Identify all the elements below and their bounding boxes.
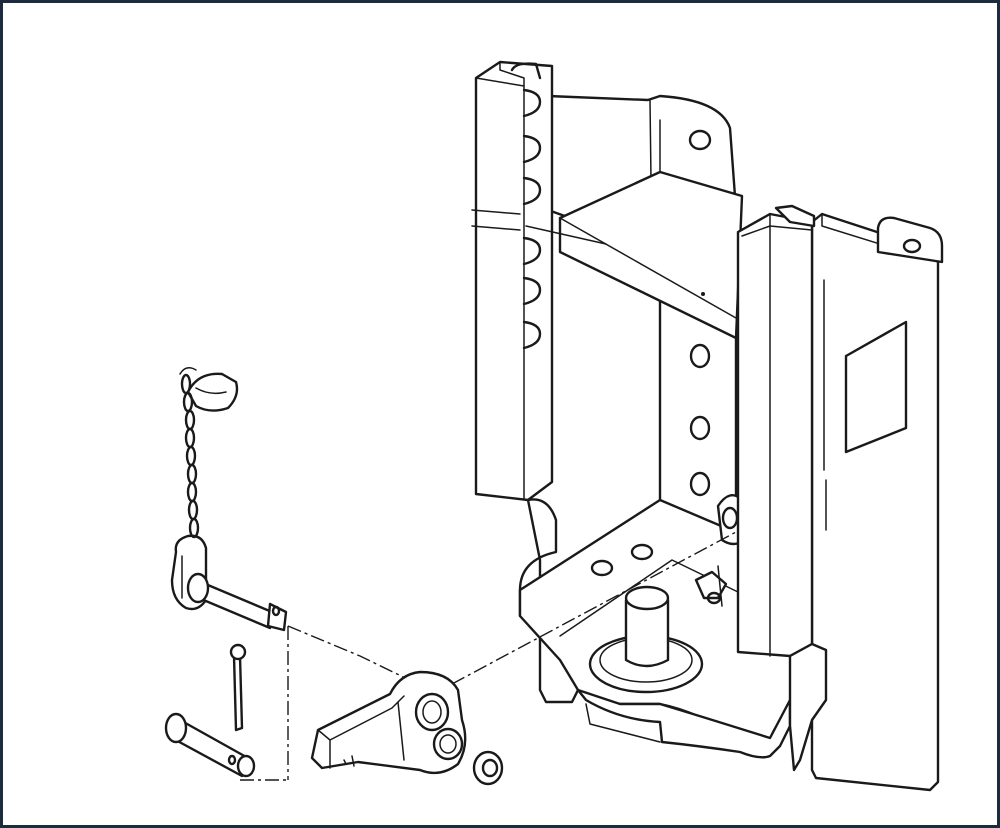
cotter-pin [229, 643, 247, 732]
chain-links [180, 373, 200, 539]
left-post [474, 60, 554, 502]
right-foot [788, 642, 828, 772]
hitch-pin-with-chain [170, 367, 288, 632]
lower-skirt [576, 688, 792, 759]
ball-mount [588, 585, 704, 694]
washer [472, 750, 504, 786]
hook-latch [310, 670, 467, 775]
chain-clip [186, 372, 239, 412]
label-plate [844, 320, 908, 454]
pickup-hitch-frame [471, 60, 944, 792]
clevis-pin [164, 712, 256, 778]
right-post [736, 212, 814, 658]
notch-ladder [522, 88, 542, 350]
height-adjust-holes [689, 343, 711, 497]
right-side-plate [810, 212, 940, 792]
